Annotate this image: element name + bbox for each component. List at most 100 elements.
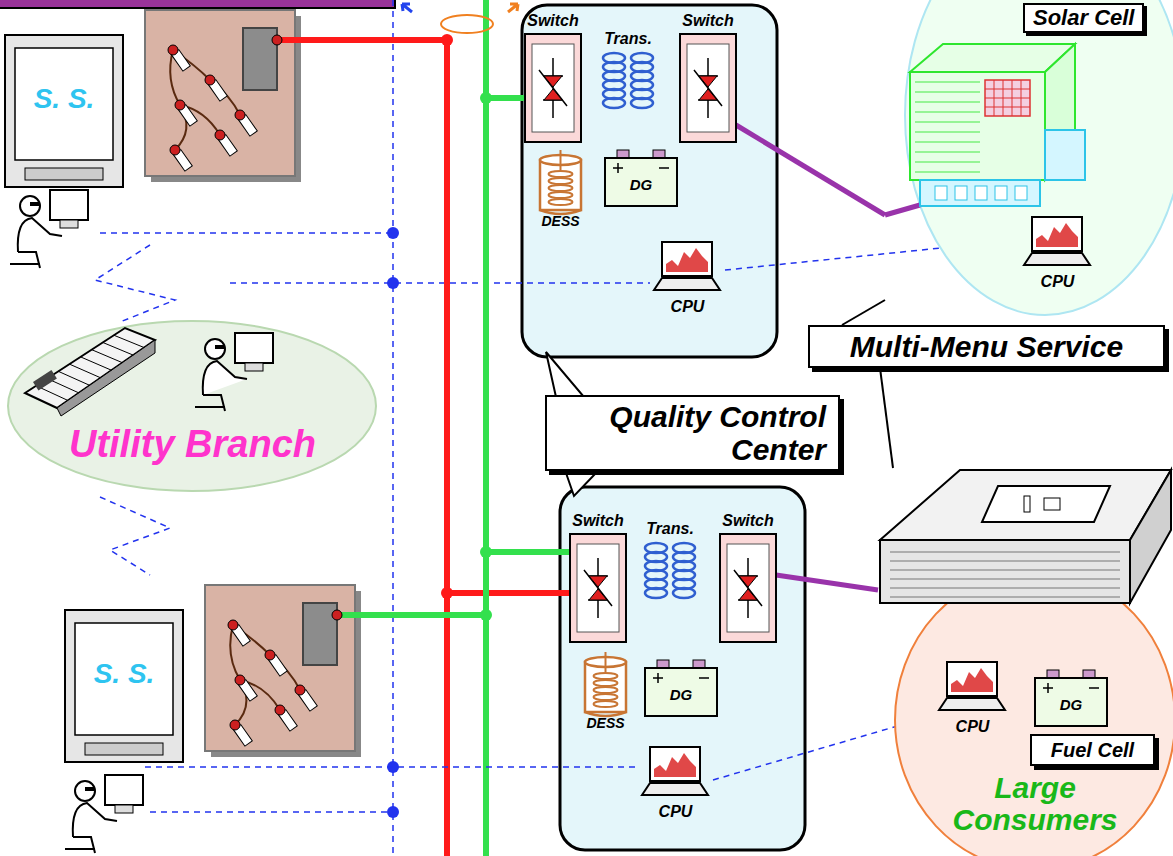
dg-label: DG	[605, 177, 677, 194]
breaker-head	[275, 705, 285, 715]
panel-wiring	[170, 50, 240, 150]
laptop-base	[642, 783, 708, 795]
callout-box: Fuel Cell	[1030, 734, 1155, 766]
ac-socket	[1044, 498, 1060, 510]
connector	[365, 552, 570, 615]
monitor-stand	[115, 805, 133, 813]
connector	[736, 125, 885, 215]
thyristor-frame	[532, 44, 574, 132]
battery-body	[1035, 678, 1107, 726]
monitor-stand	[245, 363, 263, 371]
dess-label: DESS	[578, 716, 633, 731]
battery-unit: DG	[645, 660, 717, 716]
ac-grille	[890, 597, 1120, 598]
ac-grille	[890, 561, 1120, 562]
building-stripe	[915, 131, 980, 133]
thyristor	[544, 89, 562, 100]
battery-unit: DG	[1035, 670, 1107, 726]
dess-coil	[549, 192, 573, 198]
solar-panel	[985, 80, 1030, 116]
console-slot	[81, 357, 112, 370]
operator-head	[20, 196, 40, 216]
comm-line	[95, 245, 175, 322]
dess-coil	[549, 171, 573, 177]
ac-grille	[890, 588, 1120, 589]
consumer-region	[895, 570, 1173, 856]
coil-turn	[603, 98, 625, 108]
connector	[880, 368, 893, 468]
switch-box	[680, 34, 736, 142]
dess-rod	[605, 652, 607, 672]
building-stripe	[915, 121, 980, 123]
thyristor-frame	[687, 44, 729, 132]
transformer	[303, 603, 337, 665]
laptop-screen	[662, 242, 712, 276]
comm-trunk	[392, 0, 394, 856]
monitor-stand	[60, 220, 78, 228]
breaker-head	[265, 650, 275, 660]
thyristor-lines	[734, 558, 762, 618]
operator-monitor	[105, 775, 143, 805]
sw-label: Switch	[525, 12, 581, 30]
bushing	[332, 610, 342, 620]
thyristor-frame	[727, 544, 769, 632]
polarity-mark	[613, 163, 669, 173]
coil-turn	[631, 98, 653, 108]
connector	[842, 300, 885, 325]
building-stripe	[915, 161, 980, 163]
laptop-base	[654, 278, 720, 290]
thyristor-switch: Switch	[720, 512, 776, 642]
battery-unit: DG	[605, 150, 677, 206]
operator-body	[73, 803, 117, 837]
ac-outlet	[982, 486, 1110, 522]
dess-coil	[549, 185, 573, 191]
transformer: Trans.	[640, 520, 700, 600]
solar-site: Solar CellCPU	[885, 0, 1173, 320]
ub-label: Utility Branch	[5, 424, 380, 466]
ac-side	[1130, 470, 1171, 603]
console-keys	[33, 370, 57, 390]
node-figure	[720, 512, 776, 642]
transformer: Trans.	[598, 30, 658, 110]
thyristor	[544, 76, 562, 87]
coil-turn	[645, 588, 667, 598]
connector	[776, 575, 878, 590]
solar-grid	[985, 89, 1030, 90]
thyristor	[589, 576, 607, 587]
node-figure	[5, 318, 380, 493]
branch-region	[8, 321, 376, 491]
switch-box	[570, 534, 626, 642]
node-figure	[525, 12, 581, 142]
operator-monitor	[235, 333, 273, 363]
comm-line	[100, 497, 170, 575]
ac-front	[880, 540, 1130, 603]
node-figure	[570, 512, 626, 642]
laptop-base	[1024, 253, 1090, 265]
solar-label: Solar Cell	[1023, 3, 1144, 33]
console-slot	[103, 342, 133, 355]
breaker-head	[235, 110, 245, 120]
dess-coil	[594, 673, 618, 679]
building-stripe	[915, 111, 980, 113]
node-figure	[680, 12, 736, 142]
co-label: Fuel Cell	[1039, 736, 1146, 764]
monitor-screen	[15, 48, 113, 160]
callout-box: Multi-Menu Service	[808, 325, 1165, 368]
load-chart	[666, 248, 708, 272]
thyristor	[699, 89, 717, 100]
building-stripe	[915, 81, 980, 83]
callout-tail	[566, 473, 596, 496]
ac-top	[880, 470, 1171, 540]
breaker-panel	[145, 10, 295, 176]
control-center-panel	[560, 487, 805, 850]
thyristor-frame	[577, 544, 619, 632]
flow-arrow	[402, 4, 412, 12]
cpu-laptop: CPU	[1020, 215, 1095, 297]
thyristor-switch: Switch	[570, 512, 626, 642]
battery-body	[605, 158, 677, 206]
breaker-head	[235, 675, 245, 685]
flow-arrow	[508, 4, 518, 12]
console-slot	[58, 371, 89, 385]
monitor-base	[25, 168, 103, 180]
monitor-screen	[75, 623, 173, 735]
